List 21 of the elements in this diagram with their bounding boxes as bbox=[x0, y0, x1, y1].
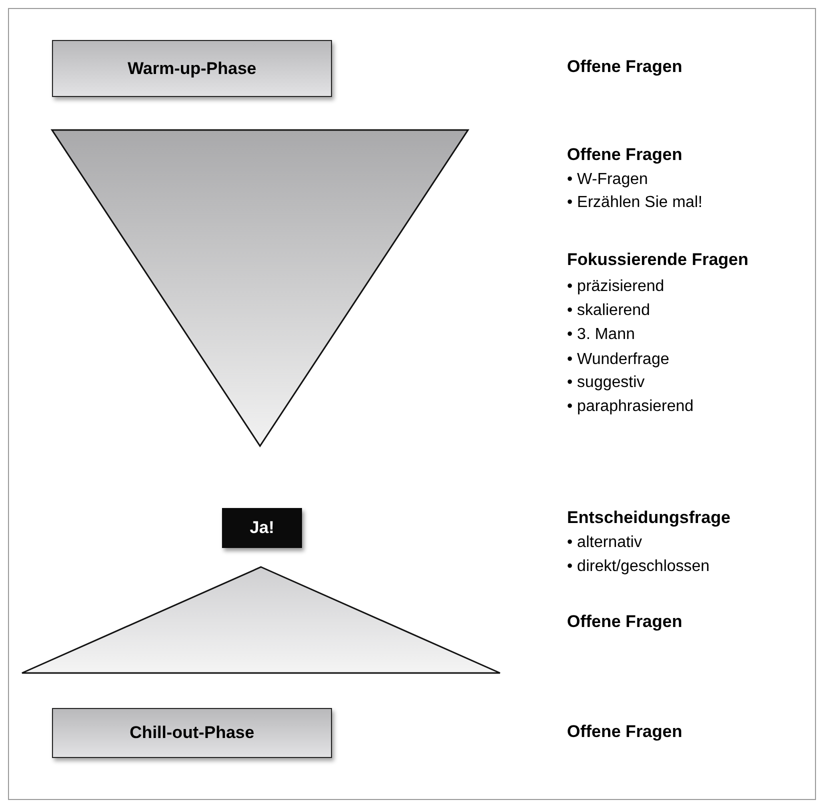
question-item: • direkt/geschlossen bbox=[567, 557, 710, 577]
question-heading: Entscheidungsfrage bbox=[567, 508, 730, 528]
question-item: • Wunderfrage bbox=[567, 350, 670, 370]
question-item: • Erzählen Sie mal! bbox=[567, 193, 702, 213]
funnel-triangle bbox=[22, 567, 500, 673]
question-item: • W-Fragen bbox=[567, 170, 648, 190]
phase-bar: Warm-up-Phase bbox=[52, 40, 332, 97]
funnel-triangle bbox=[52, 130, 468, 446]
question-item: • paraphrasierend bbox=[567, 397, 694, 417]
question-heading: Offene Fragen bbox=[567, 612, 682, 632]
question-heading: Offene Fragen bbox=[567, 145, 682, 165]
question-heading: Offene Fragen bbox=[567, 722, 682, 742]
question-item: • 3. Mann bbox=[567, 325, 635, 345]
decision-box: Ja! bbox=[222, 508, 302, 548]
question-item: • präzisierend bbox=[567, 277, 664, 297]
question-item: • alternativ bbox=[567, 533, 642, 553]
question-item: • skalierend bbox=[567, 301, 650, 321]
question-heading: Offene Fragen bbox=[567, 57, 682, 77]
question-heading: Fokussierende Fragen bbox=[567, 250, 748, 270]
question-item: • suggestiv bbox=[567, 373, 645, 393]
phase-bar: Chill-out-Phase bbox=[52, 708, 332, 758]
